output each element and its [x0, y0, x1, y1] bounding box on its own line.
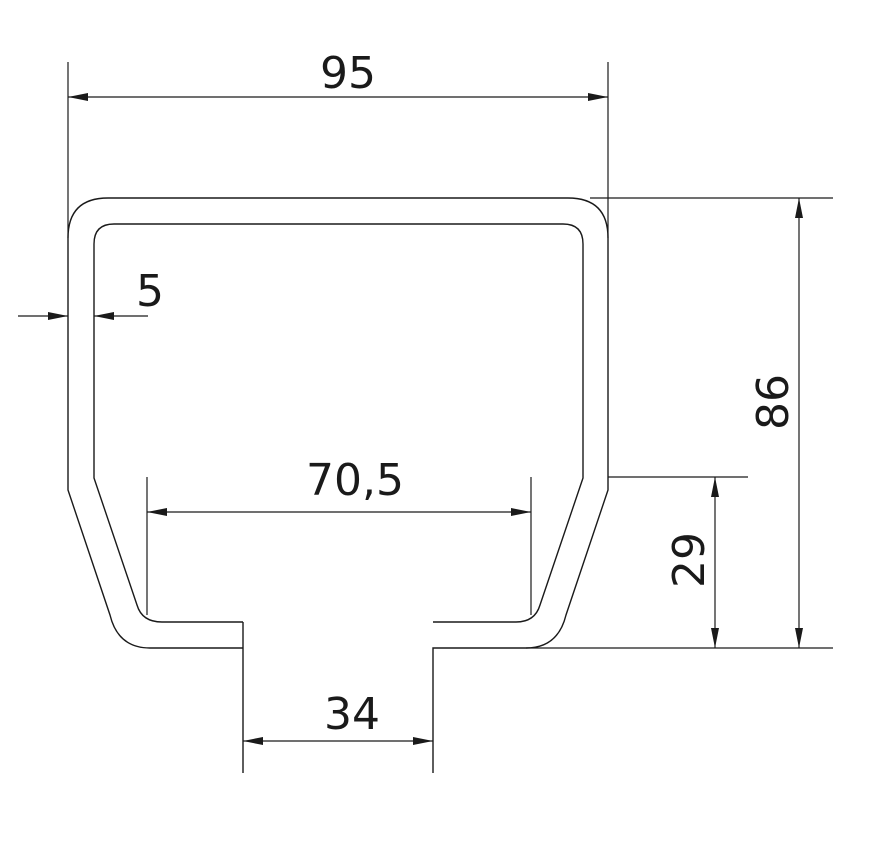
profile-outer-contour [67, 197, 609, 773]
dimension-inner-width: 70,5 [146, 455, 532, 615]
dimension-label-34: 34 [324, 689, 380, 740]
dimension-lower-height: 29 [608, 476, 748, 648]
dimension-label-29: 29 [664, 532, 715, 588]
dimension-label-86: 86 [748, 374, 799, 430]
dimension-wall-thickness: 5 [18, 266, 164, 320]
dimension-label-5: 5 [136, 266, 164, 317]
dimension-overall-height: 86 [526, 197, 833, 649]
profile-inner-contour [93, 223, 584, 623]
dimension-slot-width: 34 [243, 689, 433, 745]
dimension-label-70-5: 70,5 [306, 455, 404, 506]
dimension-label-95: 95 [320, 48, 376, 99]
dimension-overall-width: 95 [67, 48, 609, 238]
